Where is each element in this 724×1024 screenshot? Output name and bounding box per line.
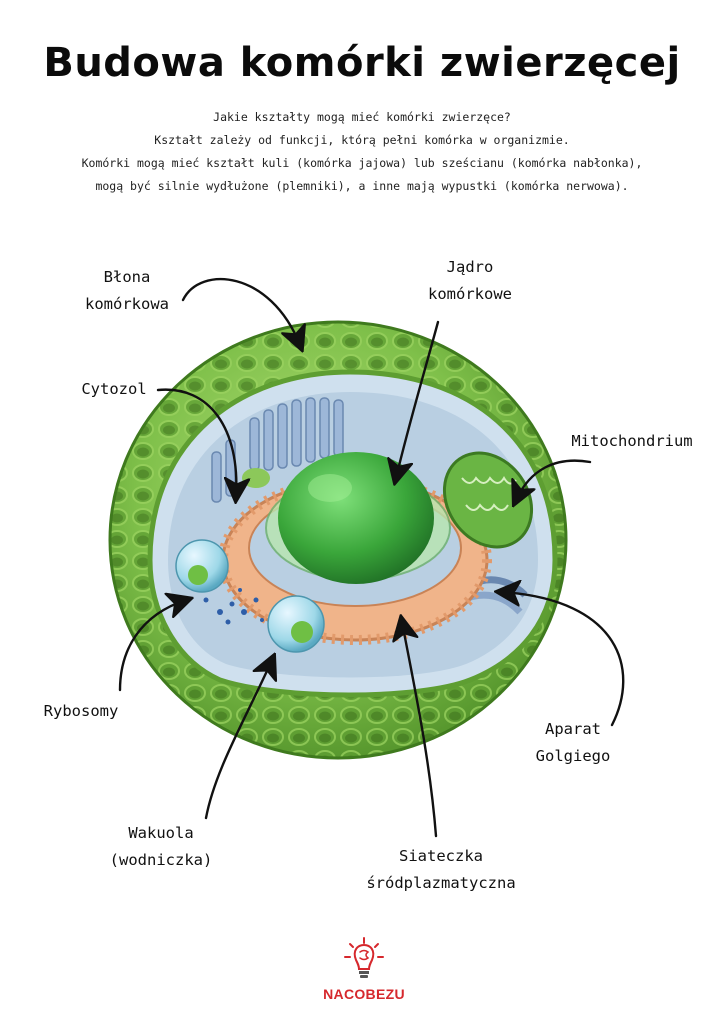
label-line: Golgiego — [535, 747, 611, 765]
label-line: Siateczka — [399, 847, 483, 865]
brand-name: NACOBEZU — [323, 986, 405, 1002]
vacuole — [175, 539, 325, 653]
label-line: (wodniczka) — [109, 851, 213, 869]
label-aparat-golgiego: Aparat Golgiego — [518, 716, 628, 770]
intro-line: Kształt zależy od funkcji, którą pełni k… — [154, 133, 570, 147]
label-blona-komorkowa: Błona komórkowa — [62, 264, 192, 318]
lightbulb-brain-icon — [344, 937, 384, 978]
intro-line: mogą być silnie wydłużone (plemniki), a … — [95, 179, 629, 193]
label-line: komórkowe — [428, 285, 512, 303]
label-line: Jądro — [446, 258, 494, 276]
label-line: Aparat — [545, 720, 601, 738]
label-line: Wakuola — [128, 824, 194, 842]
label-rybosomy: Rybosomy — [43, 702, 119, 720]
intro-line: Jakie kształty mogą mieć komórki zwierzę… — [213, 110, 511, 124]
label-mitochondrium: Mitochondrium — [571, 432, 693, 450]
intro-text: Jakie kształty mogą mieć komórki zwierzę… — [20, 106, 704, 198]
arrow-siateczka — [402, 622, 438, 838]
cytozol-granule — [242, 468, 270, 488]
label-line: Błona — [103, 268, 151, 286]
arrow-mitochondrium — [516, 459, 592, 500]
label-wakuola: Wakuola (wodniczka) — [98, 820, 224, 874]
arrow-aparat — [502, 592, 625, 727]
arrow-wakuola — [204, 660, 272, 820]
label-jadro-komorkowe: Jądro komórkowe — [410, 254, 530, 308]
brand-logo: NACOBEZU — [322, 936, 406, 1002]
page-title: Budowa komórki zwierzęcej — [43, 40, 681, 86]
label-line: śródplazmatyczna — [366, 874, 516, 892]
arrow-rybosomy — [118, 600, 186, 692]
arrow-jadro — [396, 320, 440, 478]
arrow-cytozol — [156, 388, 236, 496]
pointer-arrows — [118, 277, 625, 838]
mitochondrion — [442, 451, 534, 549]
ribosomes — [203, 588, 264, 625]
label-cytozol: Cytozol — [81, 380, 147, 398]
intro-line: Komórki mogą mieć kształt kuli (komórka … — [81, 156, 643, 170]
label-siateczka: Siateczka śródplazmatyczna — [336, 843, 546, 897]
arrow-blona — [181, 277, 300, 345]
label-line: komórkowa — [85, 295, 169, 313]
